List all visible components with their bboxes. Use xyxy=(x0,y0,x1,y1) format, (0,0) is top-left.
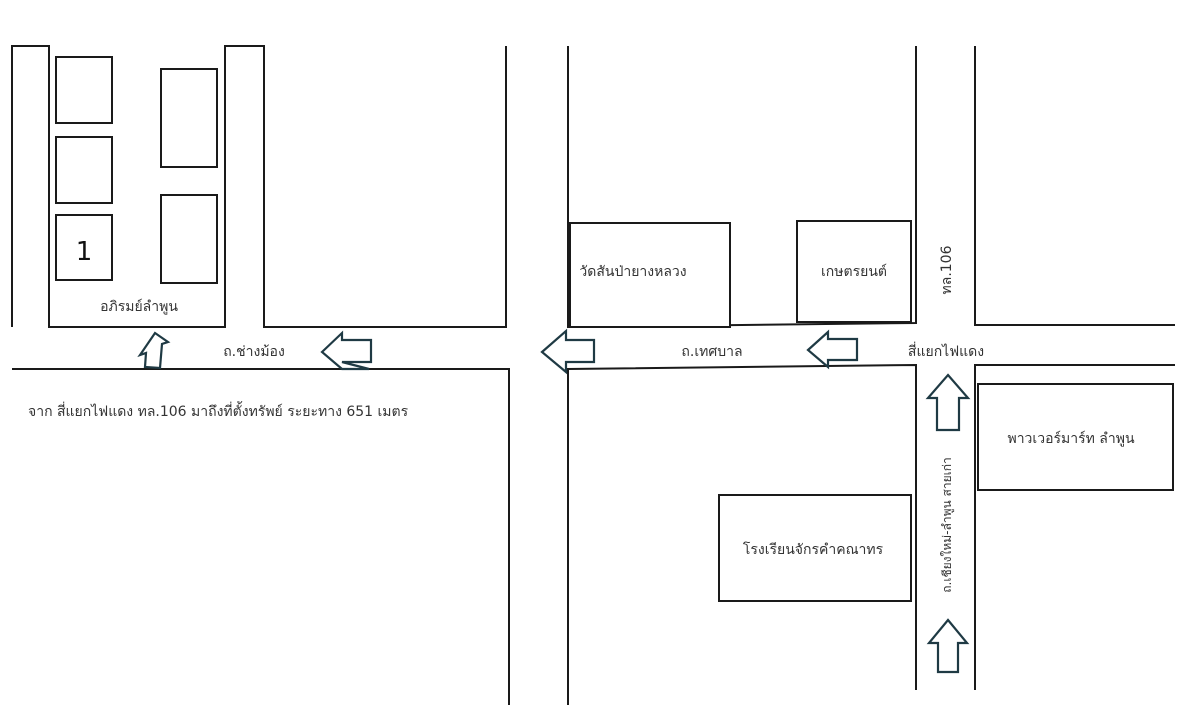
road-highway-106: ทล.106 xyxy=(939,245,955,294)
landmark-school: โรงเรียนจักรคำคณาทร xyxy=(743,541,884,558)
property-number: 1 xyxy=(76,237,93,267)
landmark-aphirom: อภิรมย์ลำพูน xyxy=(100,298,178,315)
arrow-diagonal-icon xyxy=(137,331,171,370)
building xyxy=(55,136,113,204)
direction-note: จาก สี่แยกไฟแดง ทล.106 มาถึงที่ตั้งทรัพย… xyxy=(28,401,409,420)
landmark-wat-box xyxy=(569,222,731,328)
intersection-label: สี่แยกไฟแดง xyxy=(908,342,984,360)
landmark-powermart: พาวเวอร์มาร์ท ลำพูน xyxy=(1007,430,1134,447)
landmark-kaset: เกษตรยนต์ xyxy=(821,263,887,280)
arrow-up-icon xyxy=(925,373,971,432)
building xyxy=(160,68,218,168)
building xyxy=(160,194,218,284)
landmark-school-box xyxy=(718,494,912,602)
road-lines-right xyxy=(567,46,1175,705)
landmark-powermart-box xyxy=(977,383,1174,491)
road-chang-mong: ถ.ช่างม้อง xyxy=(223,344,285,360)
arrow-left-icon xyxy=(540,328,596,375)
road-lines-left xyxy=(11,45,510,705)
arrow-left-icon xyxy=(806,329,859,370)
property-plot xyxy=(55,214,113,281)
arrow-left-icon xyxy=(320,330,373,371)
arrow-up-icon xyxy=(926,618,970,674)
road-chiangmai-lamphun: ถ.เชียงใหม่-ลำพูน สายเก่า xyxy=(940,457,955,592)
building xyxy=(55,56,113,124)
landmark-kaset-box xyxy=(796,220,912,323)
road-thetsaban: ถ.เทศบาล xyxy=(681,344,742,360)
landmark-wat: วัดสันป่ายางหลวง xyxy=(579,264,686,280)
